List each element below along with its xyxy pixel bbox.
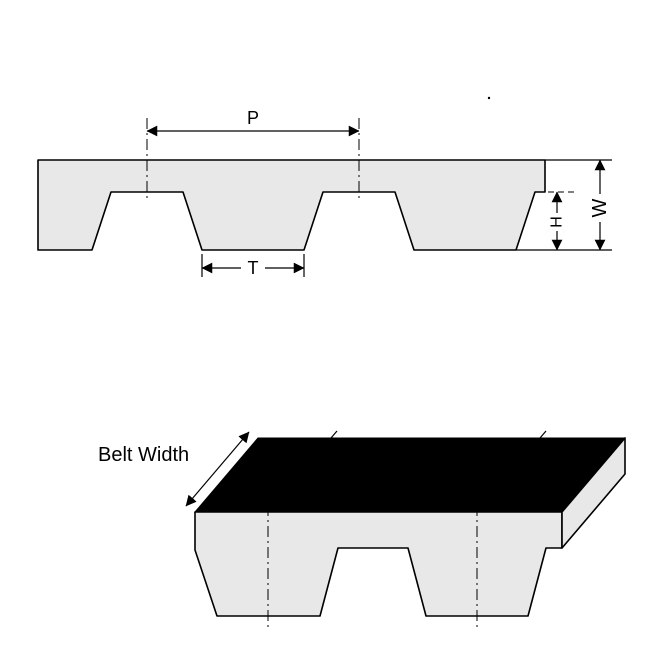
back-edge-tick-1 (330, 430, 338, 439)
pitch-label: P (247, 108, 259, 128)
belt-width-label: Belt Width (98, 444, 189, 466)
belt-3d-front-face (194, 511, 563, 617)
tooth-height-label: H (549, 216, 566, 228)
belt-3d-top-face (193, 437, 627, 513)
back-edge-tick-2 (539, 430, 547, 439)
speck (487, 96, 491, 100)
belt-width-arrow (185, 431, 250, 507)
belt-profile-section (37, 159, 546, 251)
belt-thickness-label: W (589, 198, 611, 217)
tooth-width-label: T (248, 258, 259, 278)
